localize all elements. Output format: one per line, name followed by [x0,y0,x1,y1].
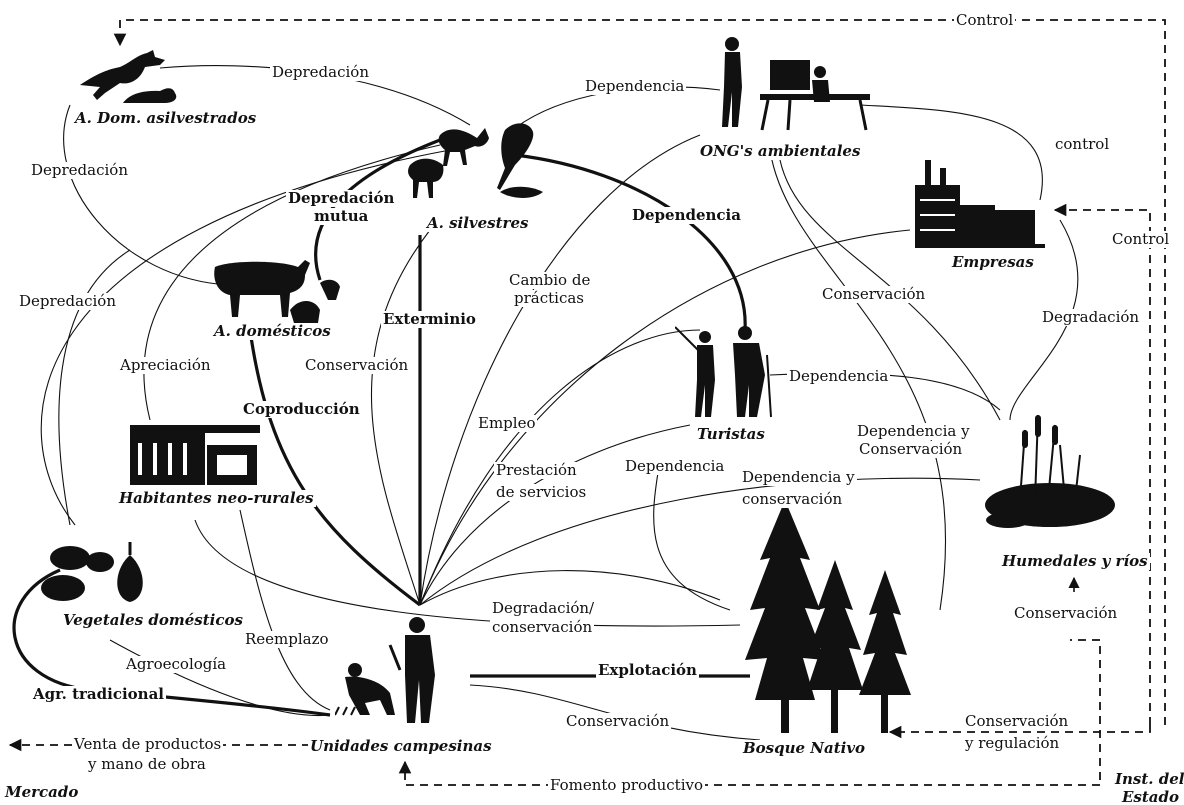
node-domesticos: A. domésticos [212,322,333,340]
label-agr-tradicional: Agr. tradicional [31,685,166,703]
edge-bosque-camp-cons [469,684,761,741]
node-asilvestrados: A. Dom. asilvestrados [73,109,259,127]
label-venta-1: Venta de productos [72,735,224,753]
label-exterminio: Exterminio [381,310,478,328]
label-conservacion-humedales: Conservación [1012,604,1120,622]
label-conservacion-mid: Conservación [303,356,411,374]
label-conservacion-empresas: Conservación [820,285,928,303]
node-mercado: Mercado [3,783,81,801]
label-depredacion-top: Depredación [270,63,371,81]
edge-neo-camp [239,509,331,711]
label-cambio-2: prácticas [512,289,586,307]
wetland-icon [985,414,1115,528]
node-silvestres: A. silvestres [425,214,531,232]
edge-fomento [398,760,1100,786]
label-depredacion-left: Depredación [29,161,130,179]
wild-animals-icon [408,123,543,198]
label-depredacion-mutua-1: Depredación [286,189,397,207]
node-inst-line2: Estado [1120,788,1182,805]
label-dependencia-turistas: Dependencia [787,367,891,385]
label-degradacion-cons-2: conservación [490,618,595,636]
label-depredacion-mutua-2: mutua [312,207,371,225]
vegetables-icon [41,542,143,602]
node-empresas: Empresas [950,253,1036,271]
node-bosque: Bosque Nativo [741,739,868,757]
label-cons-reg-1: Conservación [963,712,1071,730]
label-dep-cons-1b: Conservación [857,440,965,458]
label-reemplazo: Reemplazo [243,630,331,648]
dogs-weasel-icon [80,50,177,103]
label-cons-reg-2: y regulación [963,734,1062,752]
edge-vegetales-camp [109,639,331,717]
label-venta-2: y mano de obra [86,755,208,773]
edge-camp-turistas [419,424,691,606]
label-degradacion: Degradación [1040,308,1142,326]
label-prestacion-1: Prestación [494,461,579,479]
label-dependencia-top: Dependencia [583,77,687,95]
edge-camp-silv-conserv [370,229,431,606]
label-degradacion-cons-1: Degradación/ [490,599,597,617]
label-dependencia-bold: Dependencia [630,206,743,224]
node-ong: ONG's ambientales [698,142,863,160]
tourists-icon [675,326,772,418]
edge-ong-bosque [769,149,946,611]
edge-control-right [1053,203,1151,725]
label-explotacion: Explotación [596,661,699,679]
farmers-icon [335,617,435,723]
node-inst-line1: Inst. del [1113,771,1184,788]
edge-emp-humedales [1009,219,1079,421]
node-vegetales: Vegetales domésticos [61,611,245,629]
edge-ong-humedales [779,159,1001,421]
label-cambio-1: Cambio de [507,271,593,289]
edge-cons-reg [888,725,1151,739]
label-control-top: Control [954,11,1016,29]
label-coproduccion: Coproducción [241,400,362,418]
label-conservacion-low: Conservación [564,712,672,730]
edge-camp-bosque [419,570,721,606]
label-depredacion-left-2: Depredación [17,292,118,310]
ngo-people-icon [722,37,870,131]
edge-neo-bosque [194,519,741,627]
livestock-icon [214,260,340,323]
label-control-ong: control [1053,135,1112,153]
house-icon [130,425,260,485]
node-humedales: Humedales y ríos [1000,552,1150,570]
edge-conservacion-hum [1070,639,1101,780]
label-fomento: Fomento productivo [548,776,706,794]
label-agroecologia: Agroecología [124,655,229,673]
forest-icon [745,500,911,733]
edge-camp-empresas [419,229,911,606]
edge-ong-empresas [859,104,1043,201]
edge-asilv-domesticos [63,104,231,286]
label-empleo: Empleo [476,414,538,432]
node-campesinas: Unidades campesinas [308,737,494,755]
edge-camp-ong [419,134,701,606]
label-dep-cons-2a: Dependencia y [740,468,857,486]
label-control-right: Control [1110,230,1172,248]
node-neorurales: Habitantes neo-rurales [117,489,316,507]
label-dep-cons-1a: Dependencia y [855,422,972,440]
edge-neo-left [58,249,131,526]
label-dep-cons-2b: conservación [740,490,845,508]
edge-control-top [113,19,1166,725]
label-dependencia-bosque: Dependencia [623,457,727,475]
node-turistas: Turistas [695,425,767,443]
label-prestacion-2: de servicios [494,483,589,501]
label-apreciacion: Apreciación [118,356,213,374]
factory-icon [915,160,1045,248]
edge-tur-bosque [653,459,731,611]
edge-camp-tur2 [419,329,701,606]
edge-camp-humedales [419,477,981,606]
